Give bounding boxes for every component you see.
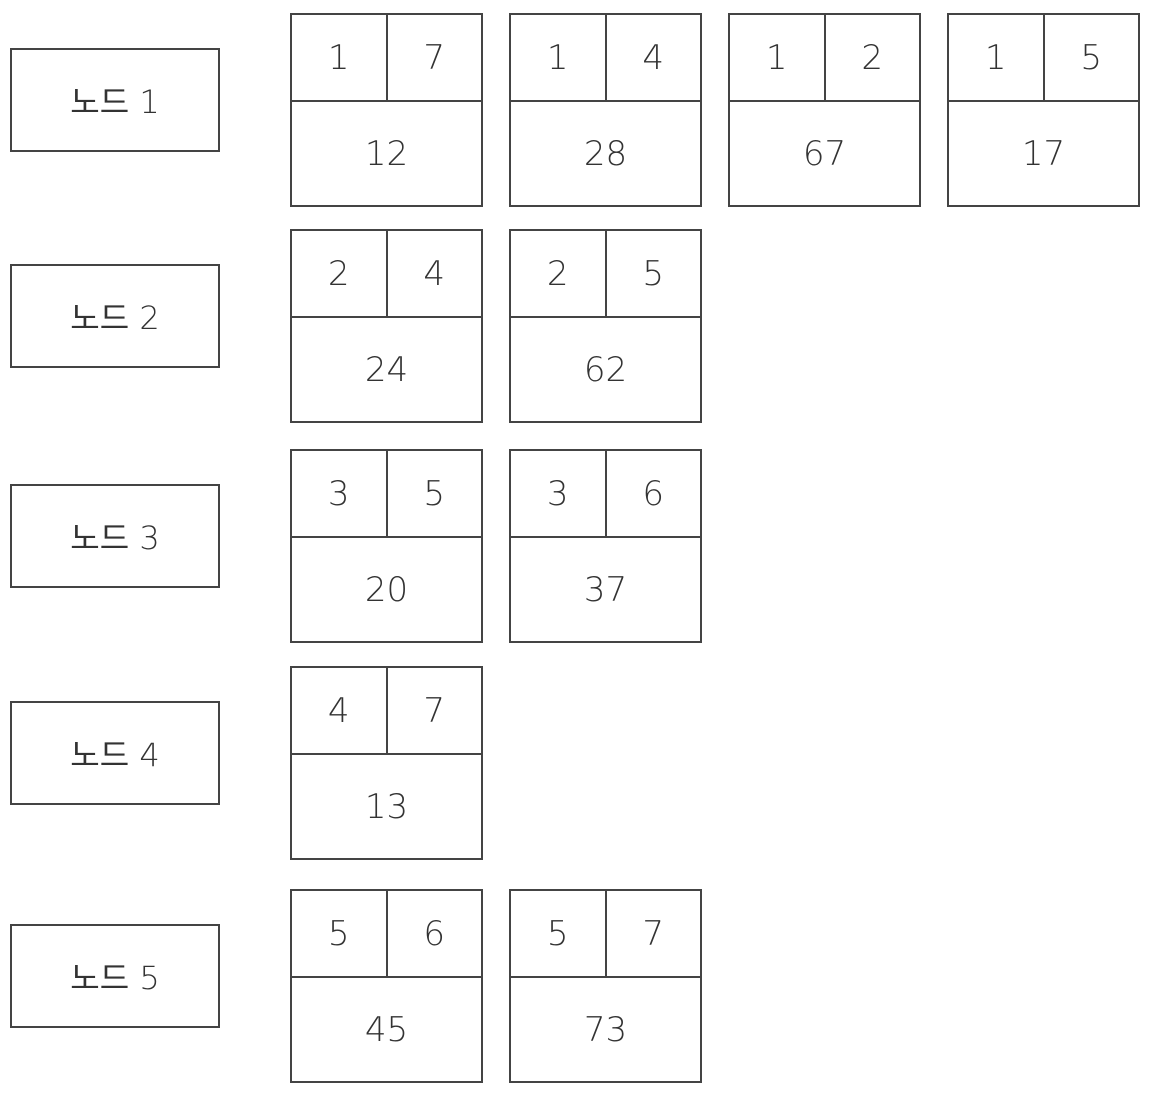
edge-weight: 20 [364, 569, 409, 610]
edge-from-node: 1 [949, 15, 1045, 100]
node-label-3: 노드 3 [10, 484, 220, 588]
edge-to-node: 2 [861, 37, 884, 78]
edge-weight: 45 [364, 1009, 409, 1050]
edge-from-node: 1 [292, 15, 388, 100]
edge-weight: 13 [364, 786, 409, 827]
edge-from-node: 2 [292, 231, 388, 316]
edge-to-node: 7 [423, 37, 446, 78]
edge-weight: 37 [583, 569, 628, 610]
edge-from-node: 5 [511, 891, 607, 976]
edge-from-node: 3 [511, 451, 607, 536]
edge-to-node: 5 [423, 473, 446, 514]
edge-from-node: 1 [511, 15, 607, 100]
edge-to-node: 5 [642, 253, 665, 294]
node-label-1: 노드 1 [10, 48, 220, 152]
edge-weight: 12 [364, 133, 409, 174]
edge-to-node: 4 [642, 37, 665, 78]
edge-weight: 67 [802, 133, 847, 174]
edge-from-node: 2 [511, 231, 607, 316]
edge-weight: 28 [583, 133, 628, 174]
edge-from-node: 1 [730, 15, 826, 100]
edge-to-node: 7 [642, 913, 665, 954]
edge-to-node: 4 [423, 253, 446, 294]
edge-weight: 17 [1021, 133, 1066, 174]
node-label-2: 노드 2 [10, 264, 220, 368]
edge-to-node: 6 [423, 913, 446, 954]
edge-to-node: 5 [1080, 37, 1103, 78]
edge-weight: 62 [583, 349, 628, 390]
node-label-5: 노드 5 [10, 924, 220, 1028]
edge-from-node: 4 [292, 668, 388, 753]
edge-weight: 73 [583, 1009, 628, 1050]
node-label-4: 노드 4 [10, 701, 220, 805]
edge-weight: 24 [364, 349, 409, 390]
edge-from-node: 3 [292, 451, 388, 536]
edge-to-node: 7 [423, 690, 446, 731]
edge-from-node: 5 [292, 891, 388, 976]
edge-to-node: 6 [642, 473, 665, 514]
